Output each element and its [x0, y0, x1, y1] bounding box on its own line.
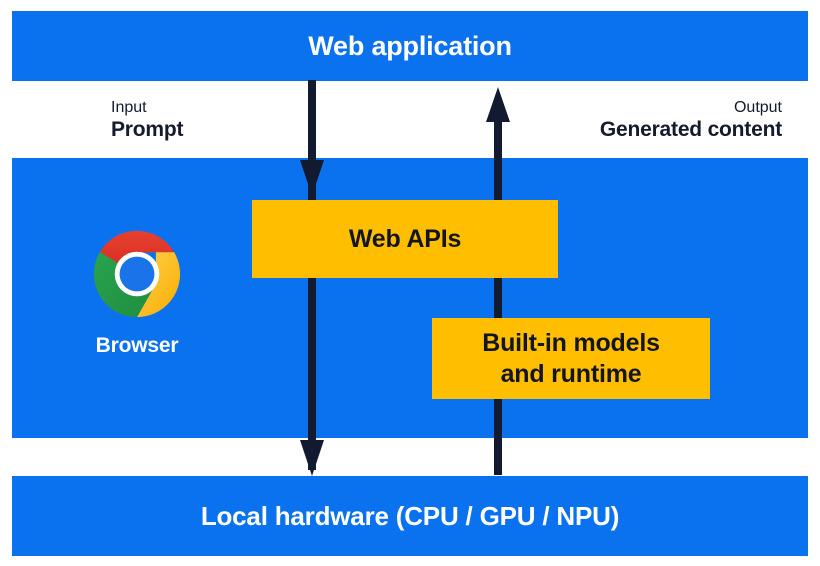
local-hardware-label: Local hardware (CPU / GPU / NPU) — [200, 500, 620, 531]
output-kicker: Output — [733, 99, 782, 116]
web-apis-box[interactable]: Web APIs — [252, 200, 558, 278]
browser-label: Browser — [95, 334, 179, 357]
browser-group: Browser — [72, 228, 202, 358]
built-in-models-line2: and runtime — [500, 359, 642, 388]
input-value: Prompt — [111, 117, 184, 141]
web-application-label: Web application — [308, 30, 512, 61]
input-kicker: Input — [111, 99, 147, 116]
web-application-band: Web application — [12, 11, 808, 81]
local-hardware-band: Local hardware (CPU / GPU / NPU) — [12, 476, 808, 556]
web-apis-label: Web APIs — [348, 224, 462, 253]
input-annotation: Input Prompt — [111, 99, 184, 143]
output-annotation: Output Generated content — [600, 99, 782, 143]
output-value: Generated content — [599, 117, 782, 141]
built-in-models-line1: Built-in models — [482, 329, 660, 357]
chrome-logo-icon — [93, 230, 181, 318]
